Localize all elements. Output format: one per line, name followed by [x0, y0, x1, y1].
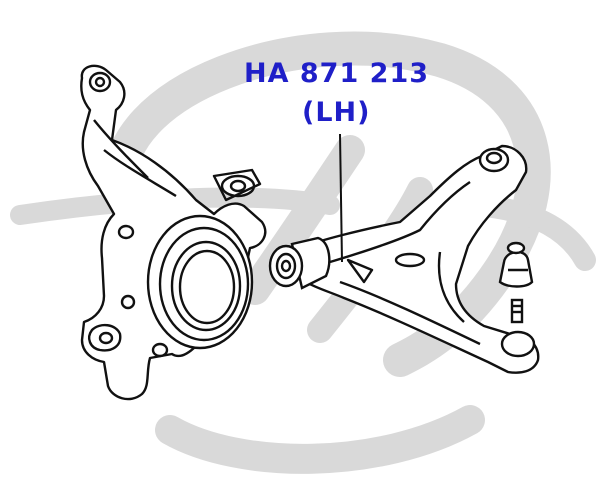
control-arm-bushing [268, 236, 331, 290]
callout-leader-line [339, 133, 343, 263]
ball-joint [498, 241, 536, 358]
side-label: (LH) [302, 97, 371, 128]
part-number-label: HA 871 213 [244, 58, 430, 89]
hub-bearing [146, 214, 254, 350]
lower-control-arm [298, 144, 540, 374]
